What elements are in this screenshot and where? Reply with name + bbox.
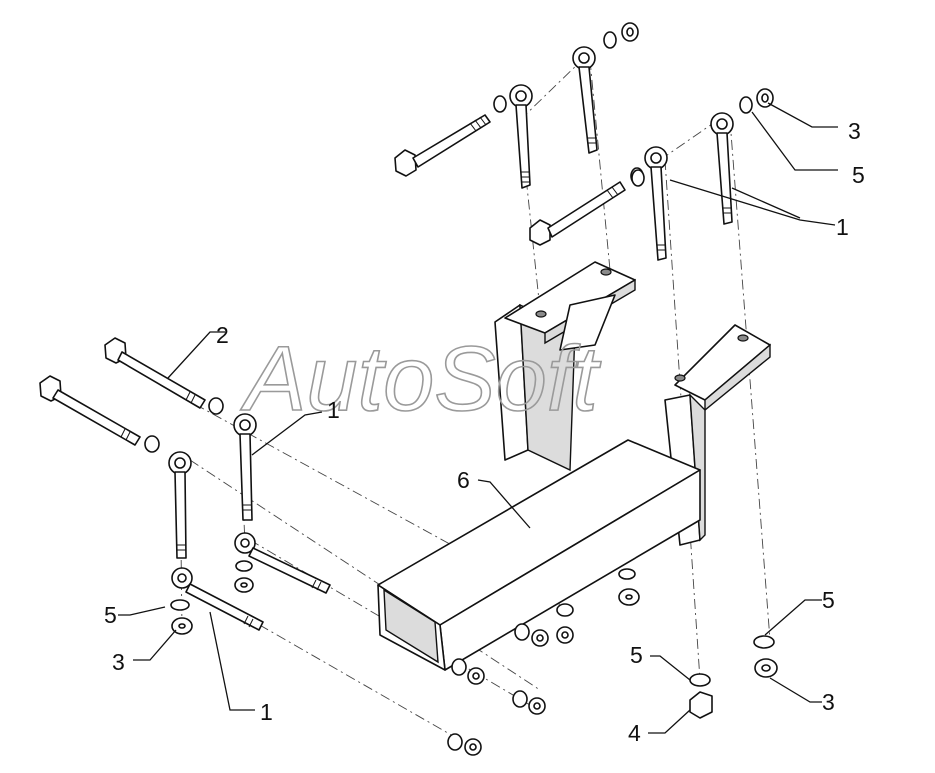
callout-5-left: 5	[104, 602, 117, 628]
top-washers-nuts	[603, 22, 774, 187]
eye-bolt-top-2	[572, 46, 598, 154]
eye-bolt-top-3	[644, 146, 668, 261]
callout-3-top-right: 3	[848, 118, 861, 144]
leader-lines	[118, 102, 838, 734]
callout-1-top-right: 1	[836, 214, 849, 240]
bolt-left-lower	[39, 375, 160, 453]
eye-bolt-lower-right	[234, 532, 331, 594]
callout-3-bottom-right: 3	[822, 689, 835, 715]
eye-bolt-top-1	[509, 84, 533, 189]
callout-6: 6	[457, 467, 470, 493]
lower-washers-nuts	[170, 560, 778, 756]
eye-bolt-left-2	[168, 451, 192, 559]
callout-labels: 3 5 1 2 1 6 5 3 1 5 3 5 4	[104, 118, 865, 746]
eye-bolt-left-1	[233, 413, 257, 521]
bolt-top-left	[394, 95, 507, 177]
eye-bolt-top-4	[710, 112, 734, 225]
callout-3-left: 3	[112, 649, 125, 675]
callout-2: 2	[216, 322, 229, 348]
callout-1-middle: 1	[327, 397, 340, 423]
callout-4: 4	[628, 720, 641, 746]
callout-5-bottom-right: 5	[822, 587, 835, 613]
bolt-left-upper-part-2	[104, 337, 224, 415]
eye-bolt-lower-left	[171, 567, 264, 631]
callout-5-bottom-center: 5	[630, 642, 643, 668]
callout-5-top-right: 5	[852, 162, 865, 188]
callout-1-bottom: 1	[260, 699, 273, 725]
bolt-top-middle	[529, 167, 644, 246]
bracket-part-6	[377, 261, 771, 671]
watermark: AutoSoft	[240, 328, 601, 430]
